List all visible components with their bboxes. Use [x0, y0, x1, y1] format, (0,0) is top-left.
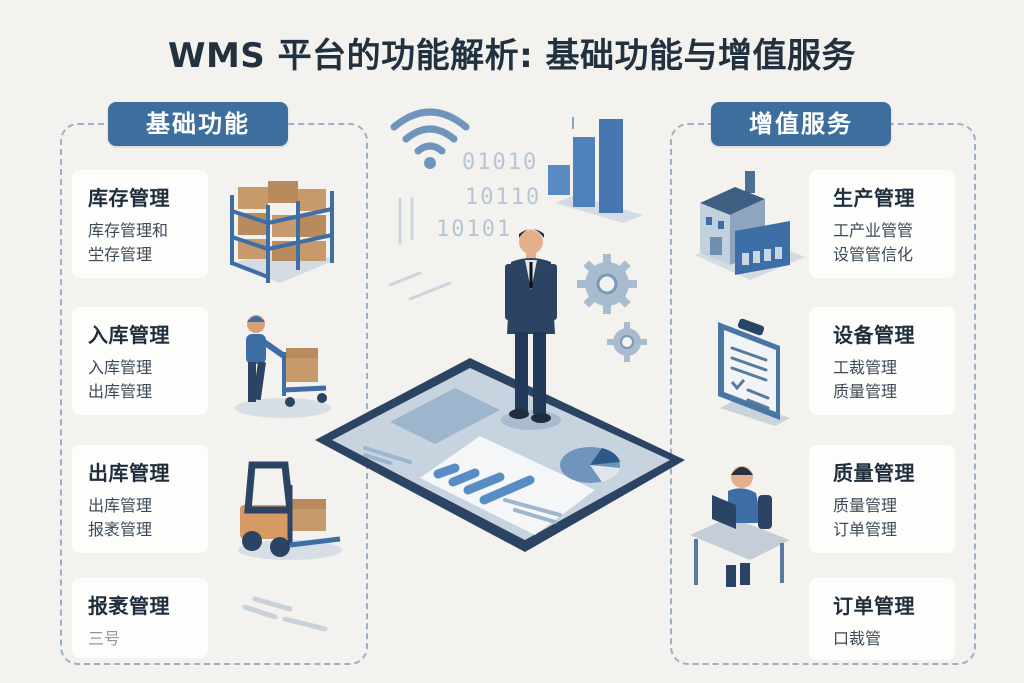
card-title: 出库管理	[88, 461, 170, 485]
card-line: 出库管理	[88, 496, 153, 515]
binary-line: 01010	[462, 150, 539, 175]
card-line: 报袤管理	[88, 520, 153, 539]
decorative-data-lines-icon	[388, 197, 452, 301]
card-title: 订单管理	[833, 594, 915, 618]
card-title: 库存管理	[88, 186, 170, 210]
bar-chart-icon	[548, 117, 643, 223]
binary-line: 10110	[465, 185, 542, 210]
card-line: 质量管理	[833, 382, 898, 401]
card-quality-management: 质量管理 质量管理 订单管理	[809, 445, 955, 553]
page-title: WMS 平台的功能解析: 基础功能与增值服务	[167, 36, 857, 76]
card-line: 质量管理	[833, 496, 898, 515]
card-title: 报袤管理	[88, 594, 170, 618]
card-outbound-management: 出库管理 出库管理 报袤管理	[72, 445, 208, 553]
card-line: 出库管理	[88, 382, 153, 401]
card-line: 口裁管	[833, 629, 882, 648]
card-title: 生产管理	[833, 186, 915, 210]
clipboard-checklist-icon	[718, 318, 790, 426]
factory-icon	[695, 171, 805, 280]
tablet-dashboard-icon	[315, 358, 685, 552]
value-added-services-label: 增值服务	[711, 102, 891, 146]
card-inbound-management: 入库管理 入库管理 出库管理	[72, 307, 208, 415]
card-line: 入库管理	[88, 358, 153, 377]
businessman-icon	[501, 229, 561, 430]
card-line: 三号	[88, 629, 121, 648]
forklift-icon	[238, 461, 342, 560]
basic-functions-label: 基础功能	[108, 102, 288, 146]
card-title: 入库管理	[88, 323, 170, 347]
card-order-management: 订单管理 口裁管	[809, 578, 955, 660]
card-production-management: 生产管理 工产业管管 设管管信化	[809, 170, 955, 278]
card-line: 订单管理	[833, 520, 898, 539]
card-line: 坣存管理	[88, 245, 153, 264]
card-line: 设管管信化	[833, 245, 914, 264]
warehouse-shelf-boxes-icon	[230, 181, 335, 283]
card-inventory-management: 库存管理 库存管理和 坣存管理	[72, 170, 208, 278]
wifi-icon	[390, 108, 470, 169]
card-equipment-management: 设备管理 工裁管理 质量管理	[809, 307, 955, 415]
gear-icon	[577, 254, 647, 362]
card-line: 工裁管理	[833, 358, 898, 377]
card-title: 质量管理	[833, 461, 915, 485]
worker-hand-truck-icon	[235, 315, 331, 418]
card-title: 设备管理	[833, 323, 915, 347]
card-line: 工产业管管	[833, 221, 914, 240]
card-line: 库存管理和	[88, 221, 169, 240]
placeholder-lines-icon	[242, 596, 328, 632]
person-laptop-desk-icon	[690, 466, 790, 587]
pie-chart-icon	[560, 447, 620, 483]
binary-line: 10101	[436, 217, 513, 242]
card-report-management: 报袤管理 三号	[72, 578, 208, 658]
